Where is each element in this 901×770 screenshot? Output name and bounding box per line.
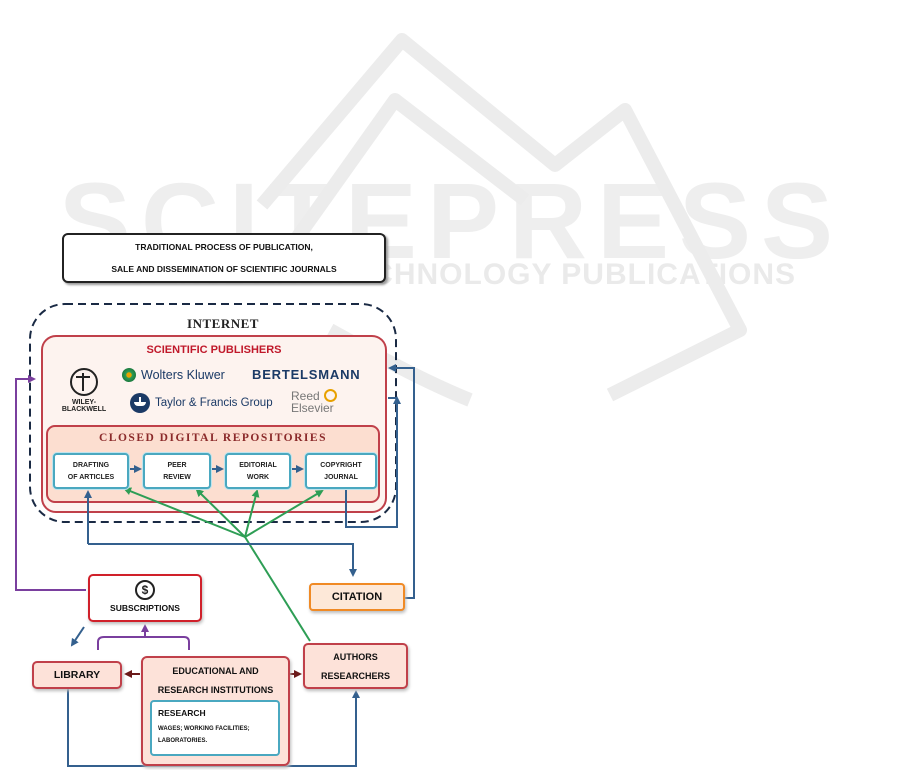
taylor-francis-logo: Taylor & Francis Group <box>130 393 273 413</box>
citation-label: CITATION <box>331 591 383 603</box>
blue-connectors <box>67 364 415 767</box>
step-label-line2: REVIEW <box>163 473 191 481</box>
step-label-line2: WORK <box>246 473 270 481</box>
institutions-line1: EDUCATIONAL AND <box>172 666 259 676</box>
authors-line2: RESEARCHERS <box>320 670 390 681</box>
step-label-line1: PEER <box>167 461 187 469</box>
internet-label: INTERNET <box>187 316 259 331</box>
research-box: RESEARCH WAGES; WORKING FACILITIES; LABO… <box>150 700 280 756</box>
citation-box: CITATION <box>309 583 405 611</box>
institutions-line2: RESEARCH INSTITUTIONS <box>157 685 274 695</box>
library-label: LIBRARY <box>53 669 101 681</box>
reed-elsevier-line2: Elsevier <box>291 401 334 415</box>
step-label-line1: DRAFTING <box>72 461 110 469</box>
institutions-box: EDUCATIONAL AND RESEARCH INSTITUTIONS RE… <box>141 656 290 766</box>
authors-line1: AUTHORS <box>333 651 378 662</box>
wiley-mark-icon <box>70 368 98 396</box>
step-peer-review: PEER REVIEW <box>143 453 211 489</box>
reed-elsevier-mark-icon <box>323 389 337 402</box>
research-label: RESEARCH <box>158 708 206 718</box>
step-editorial-work: EDITORIAL WORK <box>225 453 291 489</box>
step-drafting-articles: DRAFTING OF ARTICLES <box>53 453 129 489</box>
step-copyright-journal: COPYRIGHT JOURNAL <box>305 453 377 489</box>
subscriptions-box: $ SUBSCRIPTIONS <box>88 574 202 622</box>
step-label-line2: JOURNAL <box>324 473 358 481</box>
purple-connectors <box>15 375 190 650</box>
repositories-box <box>46 425 380 503</box>
wiley-logo-line1: WILEY- <box>71 399 97 406</box>
reed-elsevier-logo: Reed Elsevier <box>291 389 337 414</box>
research-detail-line1: WAGES; WORKING FACILITIES; <box>158 726 250 732</box>
taylor-francis-ship-icon <box>130 393 150 413</box>
dollar-icon: $ <box>135 580 155 600</box>
bertelsmann-logo: BERTELSMANN <box>252 367 361 382</box>
diagram-title-line2: SALE AND DISSEMINATION OF SCIENTIFIC JOU… <box>111 264 337 274</box>
research-detail-line2: LABORATORIES. <box>158 738 208 744</box>
reed-elsevier-line1: Reed <box>291 388 320 403</box>
library-box: LIBRARY <box>32 661 122 689</box>
taylor-francis-name: Taylor & Francis Group <box>155 397 273 409</box>
wiley-logo-line2: BLACKWELL <box>61 406 107 413</box>
step-label-line1: COPYRIGHT <box>320 461 362 469</box>
publishers-label: SCIENTIFIC PUBLISHERS <box>146 344 282 356</box>
step-label-line1: EDITORIAL <box>239 461 277 469</box>
wolters-kluwer-logo: Wolters Kluwer <box>122 368 225 382</box>
dollar-symbol: $ <box>141 583 149 597</box>
green-arrows <box>123 487 324 642</box>
wolters-kluwer-mark-icon <box>122 368 136 382</box>
diagram-title-box: TRADITIONAL PROCESS OF PUBLICATION, SALE… <box>62 233 386 283</box>
authors-box: AUTHORS RESEARCHERS <box>303 643 408 689</box>
diagram-title-line1: TRADITIONAL PROCESS OF PUBLICATION, <box>135 242 313 252</box>
internet-boundary <box>29 303 397 523</box>
wolters-kluwer-name: Wolters Kluwer <box>141 368 225 382</box>
subscriptions-label: SUBSCRIPTIONS <box>110 603 180 613</box>
wiley-logo: WILEY- BLACKWELL <box>58 368 110 413</box>
repositories-label: CLOSED DIGITAL REPOSITORIES <box>99 432 327 444</box>
step-label-line2: OF ARTICLES <box>67 473 115 481</box>
